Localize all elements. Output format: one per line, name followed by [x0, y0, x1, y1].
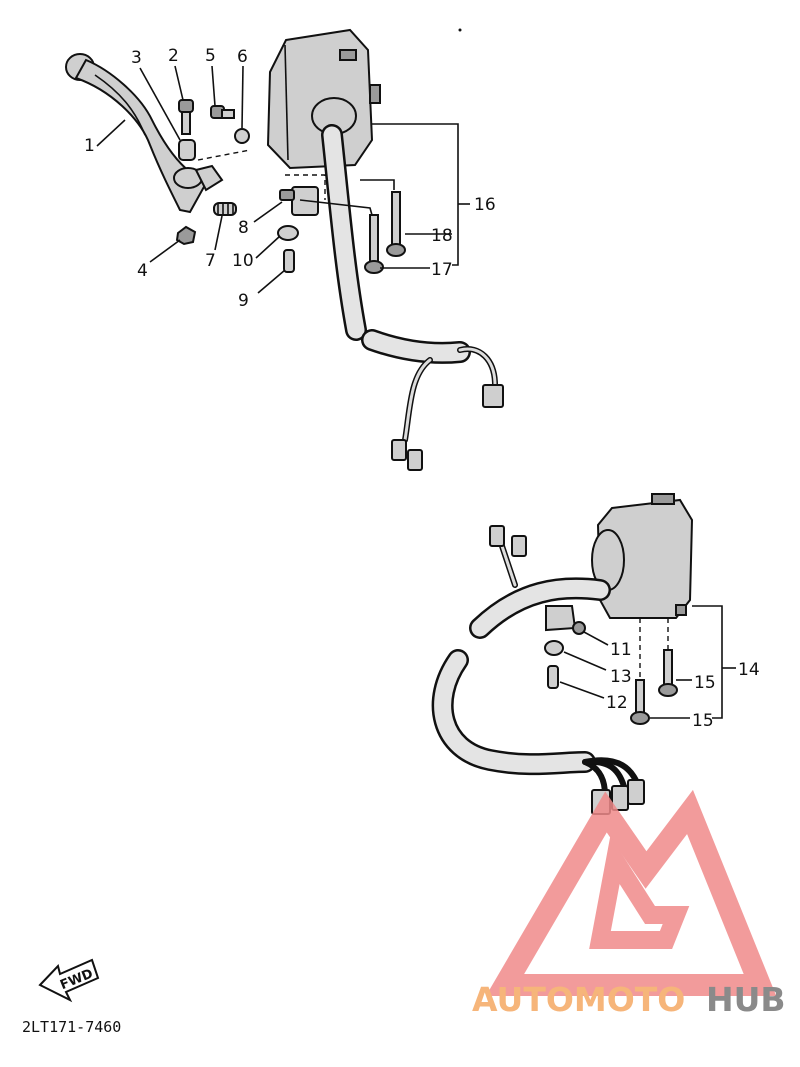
part-label-1: 1	[84, 136, 95, 156]
screw-12	[547, 665, 559, 689]
left-switch-housing	[266, 28, 381, 170]
washer-13	[544, 640, 564, 656]
screw-15-b	[630, 679, 650, 725]
part-label-12: 12	[606, 693, 628, 713]
brand-name-part2: HUB	[706, 980, 786, 1019]
diagram-code: 2LT171-7460	[22, 1018, 121, 1036]
part-label-5: 5	[205, 46, 216, 66]
part-label-10: 10	[232, 251, 254, 271]
screw-18	[386, 191, 406, 257]
automotohub-logo	[485, 789, 777, 996]
nut-6	[234, 128, 250, 144]
part-label-18: 18	[431, 226, 453, 246]
part-label-16: 16	[474, 195, 496, 215]
screw-17	[364, 214, 384, 274]
collar-3	[178, 139, 196, 161]
lever-bracket	[173, 164, 224, 192]
bolt-2	[178, 99, 194, 135]
part-label-2: 2	[168, 46, 179, 66]
brand-name-part1: AUTOMOTO	[472, 980, 685, 1019]
part-label-15-a: 15	[694, 673, 716, 693]
screw-9	[283, 249, 295, 273]
screw-15-a	[658, 649, 678, 697]
lower-cable	[431, 525, 645, 815]
part-label-7: 7	[205, 251, 216, 271]
part-label-9: 9	[238, 291, 249, 311]
spring-7	[213, 202, 237, 216]
screw-5	[210, 105, 235, 119]
switch-11	[545, 605, 586, 635]
upper-cable	[321, 124, 504, 471]
right-switch-housing	[591, 493, 694, 619]
part-label-15-b: 15	[692, 711, 714, 731]
part-label-8: 8	[238, 218, 249, 238]
part-label-3: 3	[131, 48, 142, 68]
part-label-13: 13	[610, 667, 632, 687]
nut-4	[175, 225, 197, 246]
part-label-4: 4	[137, 261, 148, 281]
washer-10	[277, 225, 299, 241]
part-label-14: 14	[738, 660, 760, 680]
part-label-11: 11	[610, 640, 632, 660]
clutch-lever	[65, 53, 207, 214]
part-label-6: 6	[237, 47, 248, 67]
fwd-arrow-icon: FWD	[38, 958, 100, 1003]
part-label-17: 17	[431, 260, 453, 280]
